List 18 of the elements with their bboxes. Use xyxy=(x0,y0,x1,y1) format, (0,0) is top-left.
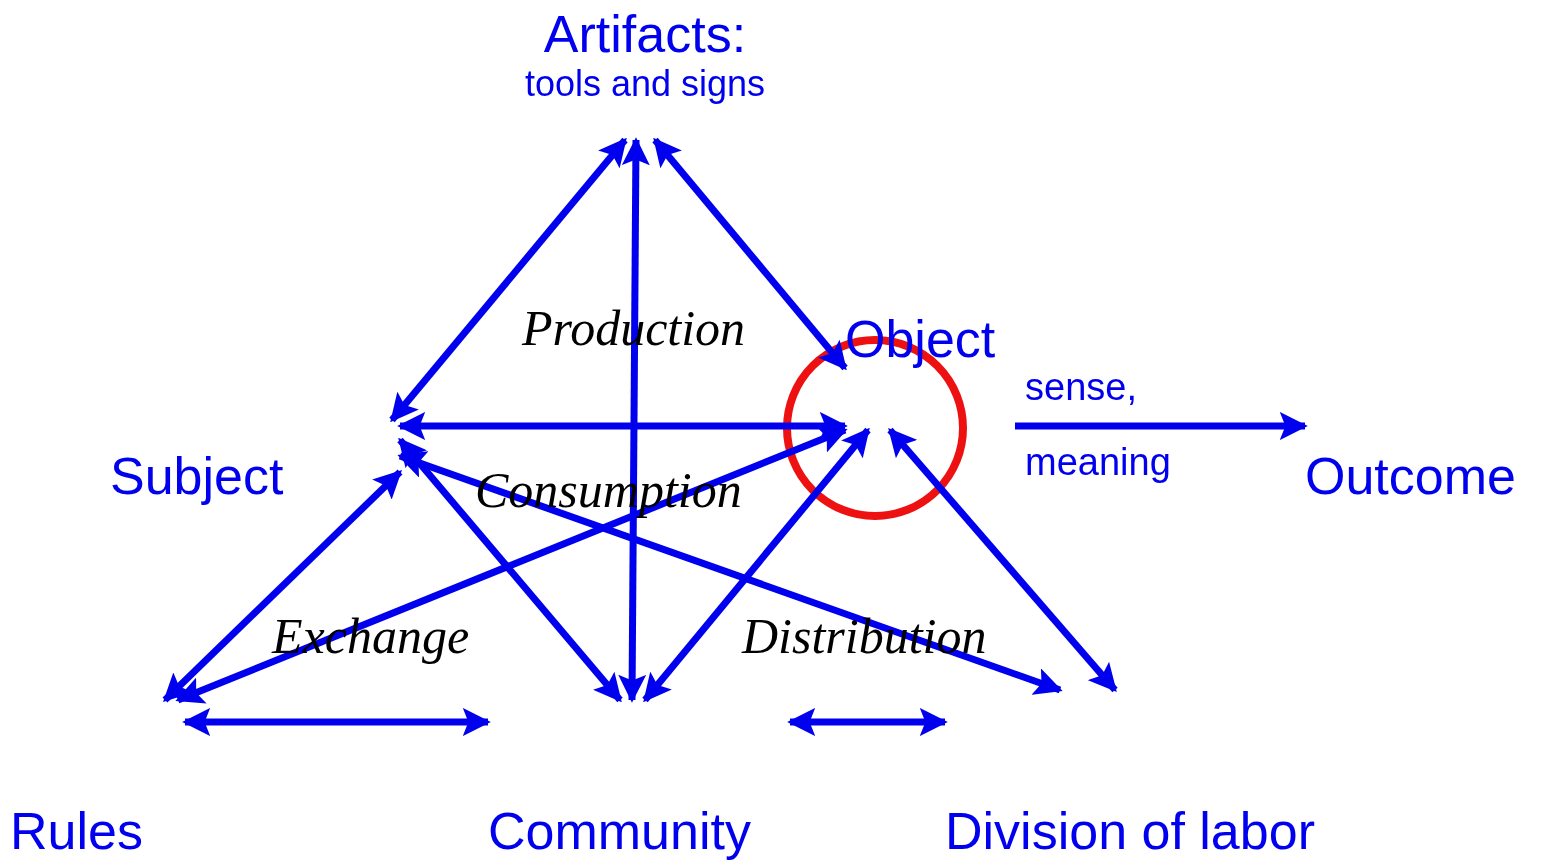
node-label: Division of labor xyxy=(945,802,1315,860)
arrow xyxy=(182,708,491,736)
node-note: sense, meaning xyxy=(1025,365,1172,485)
arrow xyxy=(652,137,848,371)
arrow xyxy=(787,708,948,736)
arrow xyxy=(397,451,1063,695)
node-subtitle: tools and signs xyxy=(524,63,766,105)
node-label: Object xyxy=(845,310,996,368)
node-label: Community xyxy=(488,802,751,860)
node-label: Artifacts: xyxy=(543,5,747,63)
arrow xyxy=(389,137,628,423)
arrow xyxy=(175,426,848,704)
node-label: Outcome xyxy=(1305,447,1516,505)
arrow xyxy=(618,137,650,703)
node-label: Rules xyxy=(10,802,143,860)
arrow xyxy=(887,427,1118,693)
node-label: Subject xyxy=(110,447,284,505)
arrow xyxy=(397,412,848,440)
